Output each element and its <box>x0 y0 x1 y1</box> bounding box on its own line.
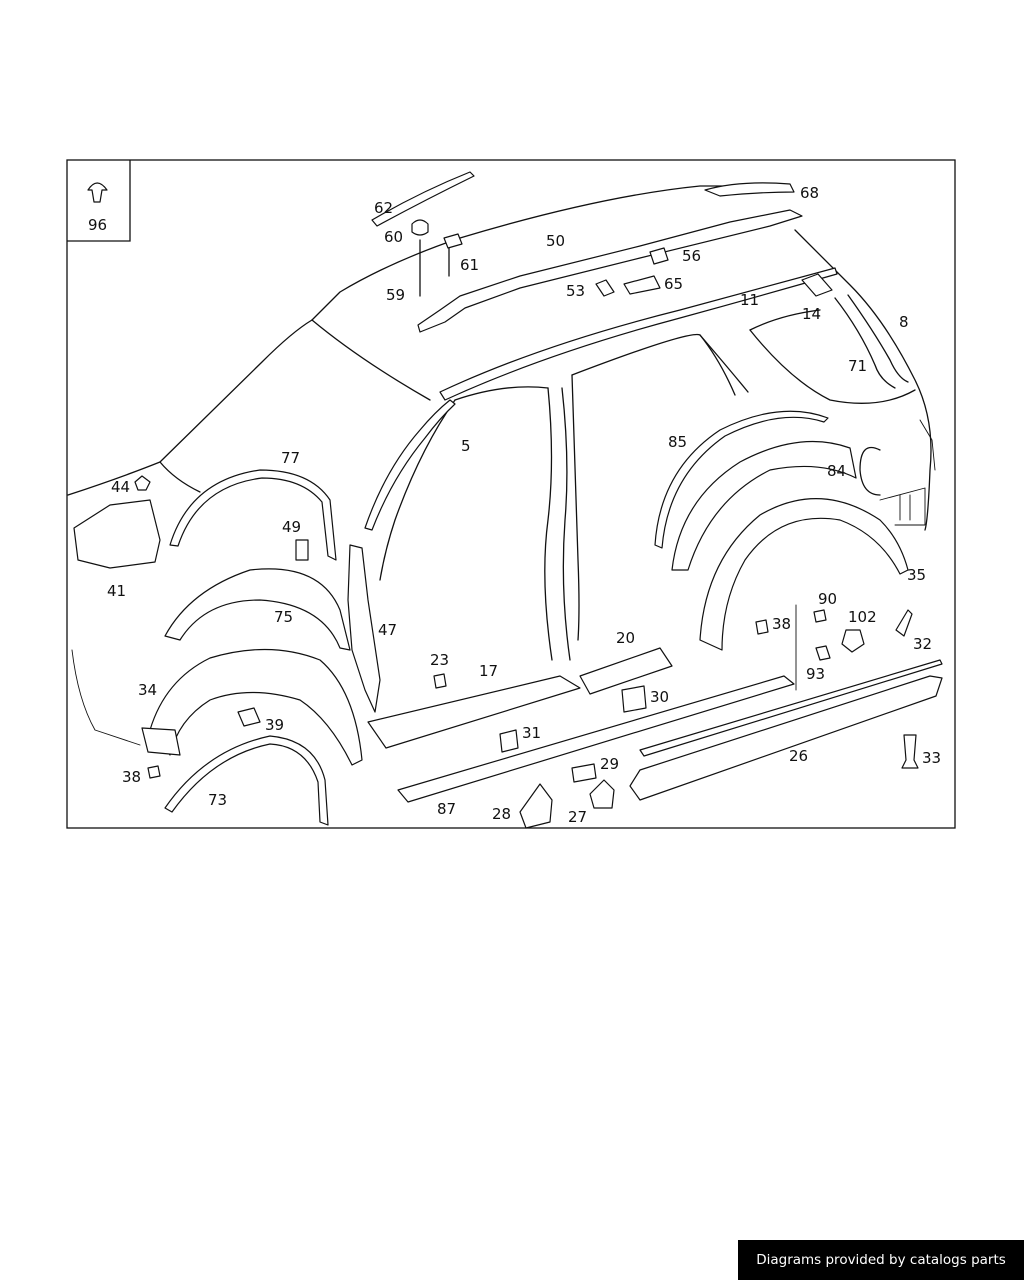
callout-29: 29 <box>600 755 619 773</box>
clip-53[interactable] <box>595 279 615 297</box>
callout-5: 5 <box>461 437 471 455</box>
callout-33: 33 <box>922 749 941 767</box>
plug-clip-96[interactable] <box>87 182 108 203</box>
sill-panel-87[interactable] <box>397 675 795 803</box>
callout-34: 34 <box>138 681 157 699</box>
callout-47: 47 <box>378 621 397 639</box>
callout-32: 32 <box>913 635 932 653</box>
callout-59: 59 <box>386 286 405 304</box>
wheelhouse-liner-34[interactable] <box>149 648 363 766</box>
rear-arch-flare-84[interactable] <box>671 440 857 571</box>
callout-93: 93 <box>806 665 825 683</box>
callout-41: 41 <box>107 582 126 600</box>
front-bumper-edge <box>71 649 141 746</box>
callout-20: 20 <box>616 629 635 647</box>
a-pillar-trim-47[interactable] <box>347 544 381 713</box>
callout-102: 102 <box>848 608 877 626</box>
callout-28: 28 <box>492 805 511 823</box>
callout-73: 73 <box>208 791 227 809</box>
callout-14: 14 <box>802 305 821 323</box>
clip-93[interactable] <box>815 645 831 661</box>
roof-rail-50[interactable] <box>417 209 803 333</box>
clip-49[interactable] <box>295 539 309 561</box>
clip-39[interactable] <box>237 707 261 727</box>
end-cap-27[interactable] <box>589 779 615 809</box>
callout-87: 87 <box>437 800 456 818</box>
callout-75: 75 <box>274 608 293 626</box>
callout-17: 17 <box>479 662 498 680</box>
roof-end-cap-62[interactable] <box>371 171 475 227</box>
clip-29[interactable] <box>571 763 597 783</box>
diagram-frame <box>66 159 956 829</box>
clip-23[interactable] <box>433 673 447 689</box>
callout-60: 60 <box>384 228 403 246</box>
end-cap-28[interactable] <box>519 783 553 829</box>
roof-end-cap-68[interactable] <box>704 182 795 197</box>
callout-23: 23 <box>430 651 449 669</box>
screw-33[interactable] <box>901 734 919 769</box>
side-skirt-26[interactable] <box>629 675 943 801</box>
callout-77: 77 <box>281 449 300 467</box>
clip-90[interactable] <box>813 609 827 623</box>
callout-26: 26 <box>789 747 808 765</box>
callout-85: 85 <box>668 433 687 451</box>
callout-38-front: 38 <box>122 768 141 786</box>
clip-30[interactable] <box>621 685 647 713</box>
clip-44[interactable] <box>134 475 151 491</box>
door-frame-trim-5[interactable] <box>364 399 456 531</box>
nut-38-front[interactable] <box>147 765 161 779</box>
legend-box <box>67 160 131 242</box>
plate-65[interactable] <box>623 275 661 295</box>
rear-arch-trim-85[interactable] <box>654 410 829 549</box>
callout-62: 62 <box>374 199 393 217</box>
nut-60[interactable] <box>411 219 429 236</box>
callout-44: 44 <box>111 478 130 496</box>
fender-liner-41[interactable] <box>73 499 161 569</box>
callout-30: 30 <box>650 688 669 706</box>
callout-53: 53 <box>566 282 585 300</box>
credit-banner: Diagrams provided by catalogs parts <box>738 1240 1024 1280</box>
callout-31: 31 <box>522 724 541 742</box>
clip-56[interactable] <box>649 247 669 265</box>
bracket-61[interactable] <box>443 233 463 249</box>
callout-65: 65 <box>664 275 683 293</box>
callout-96: 96 <box>88 216 107 234</box>
bolt-102[interactable] <box>841 629 865 653</box>
callout-27: 27 <box>568 808 587 826</box>
nut-38-rear[interactable] <box>755 619 769 635</box>
callout-11: 11 <box>740 291 759 309</box>
clip-32[interactable] <box>895 609 913 637</box>
clip-14[interactable] <box>801 273 833 297</box>
callout-39: 39 <box>265 716 284 734</box>
roof-channel-strip-11[interactable] <box>439 267 838 401</box>
vehicle-body-outline <box>67 185 936 661</box>
callout-56: 56 <box>682 247 701 265</box>
callout-68: 68 <box>800 184 819 202</box>
callout-71: 71 <box>848 357 867 375</box>
callout-90: 90 <box>818 590 837 608</box>
arch-trim-77[interactable] <box>169 469 337 561</box>
arch-trim-73[interactable] <box>164 735 329 826</box>
mud-flap-34[interactable] <box>141 727 181 756</box>
callout-35: 35 <box>907 566 926 584</box>
callout-84: 84 <box>827 462 846 480</box>
wheel-arch-flare-75[interactable] <box>164 568 351 651</box>
sill-bracket-20[interactable] <box>579 647 673 695</box>
callout-8: 8 <box>899 313 909 331</box>
callout-49: 49 <box>282 518 301 536</box>
callout-38-rear: 38 <box>772 615 791 633</box>
sill-support-17[interactable] <box>367 675 581 749</box>
rear-wheelhouse-liner-35[interactable] <box>699 498 909 651</box>
callout-61: 61 <box>460 256 479 274</box>
sill-molding-32[interactable] <box>639 659 943 757</box>
callout-50: 50 <box>546 232 565 250</box>
clip-31[interactable] <box>499 729 519 753</box>
